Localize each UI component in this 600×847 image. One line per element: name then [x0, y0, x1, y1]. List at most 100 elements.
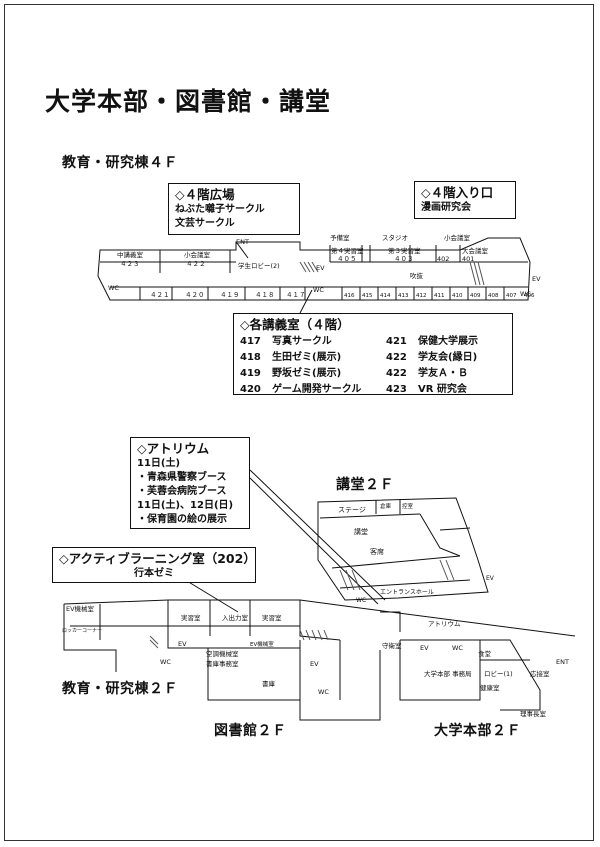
room-name: 野坂ゼミ(展示)	[272, 368, 342, 379]
label-wc-mid: WC	[313, 286, 324, 294]
label-kenkou: 健康室	[480, 683, 500, 692]
hall-2f-plan	[317, 497, 489, 601]
label-r421: ４２１	[150, 291, 170, 299]
callout-lectures4f: ◇各講義室（４階） 417 写真サークル 421 保健大学展示 418 生田ゼミ…	[233, 313, 513, 395]
label-jimukyoku: 大学本部 事務局	[424, 669, 472, 678]
label-r405: ４０５	[337, 255, 357, 263]
label-hq-lobby: ロビー(1)	[484, 669, 513, 678]
label-lib-ev: EV	[310, 660, 319, 668]
leader-lectures	[299, 289, 313, 314]
callout-entrance4f-line-1: 漫画研究会	[421, 202, 471, 213]
label-r422: ４２２	[186, 260, 206, 268]
section-hq2f-title: 大学本部２Ｆ	[434, 723, 521, 739]
small-room-408: 408	[488, 293, 499, 299]
label-hq-ev: EV	[420, 644, 429, 652]
section-edu2f-title: 教育・研究棟２Ｆ	[62, 681, 178, 697]
room-name: VR 研究会	[418, 384, 467, 395]
callout-atrium-line-3: ・芙蓉会病院ブース	[137, 486, 227, 497]
page-title: 大学本部・図書館・講堂	[45, 87, 332, 116]
label-shoko-main: 書庫	[262, 679, 276, 688]
label-jisshu4: 第４実習室	[331, 246, 364, 255]
small-room-409: 409	[470, 293, 481, 299]
label-r423: ４２３	[120, 260, 140, 268]
label-yobi: 予備室	[330, 233, 350, 242]
section-lib2f-title: 図書館２Ｆ	[214, 723, 287, 739]
label-edu-wc: WC	[160, 658, 171, 666]
label-lib-wc: WC	[318, 688, 329, 696]
section-hall2f-title: 講堂２Ｆ	[336, 477, 394, 493]
room-no: 422	[386, 352, 407, 363]
label-lib-ev-machine: EV機械室	[250, 640, 274, 648]
room-no: 417	[240, 336, 261, 347]
label-jisshu-a: 実習室	[181, 613, 201, 622]
room-name: 写真サークル	[272, 336, 332, 347]
label-locker: ロッカーコーナー	[62, 628, 102, 634]
label-hq-wc: WC	[452, 644, 463, 652]
label-atrium: アトリウム	[428, 620, 461, 628]
room-name: 生田ゼミ(展示)	[272, 352, 342, 363]
label-gakuya: 倉庫	[380, 502, 392, 510]
label-r417: ４１７	[286, 291, 306, 299]
section-floor4-title: 教育・研究棟４Ｆ	[62, 155, 178, 171]
label-kuuchou: 空調機械室	[206, 649, 239, 658]
room-no: 419	[240, 368, 261, 379]
callout-plaza4f-line-1: ねぶた囃子サークル	[175, 204, 265, 215]
callout-active: ◇アクティブラーニング室（202） 行本ゼミ	[52, 547, 256, 583]
room-name: 学友会(縁日)	[418, 352, 478, 363]
label-ev-machine-edu: EV機械室	[66, 604, 95, 613]
label-ev-mid: EV	[316, 264, 325, 272]
small-room-406: 406	[524, 293, 535, 299]
label-ouseshitsu: 応接室	[530, 669, 550, 678]
label-stage: ステージ	[338, 506, 366, 514]
label-shokudou: 食堂	[478, 649, 492, 658]
callout-atrium-head: ◇アトリウム	[137, 441, 210, 456]
label-shoukaigi2: 小会議室	[444, 233, 471, 242]
room-no: 421	[386, 336, 407, 347]
small-room-413: 413	[398, 293, 409, 299]
label-hall-ev: EV	[486, 575, 495, 582]
label-r402: 402	[437, 255, 449, 263]
page-frame	[4, 4, 594, 841]
callout-plaza4f-head: ◇４階広場	[175, 187, 235, 202]
label-hikae: 控室	[402, 502, 414, 510]
label-r418: ４１８	[255, 291, 275, 299]
label-wc-left: WC	[108, 284, 119, 292]
label-shoko: 書庫事務室	[206, 659, 239, 668]
callout-active-head: ◇アクティブラーニング室（202）	[59, 551, 256, 566]
label-chukougi: 中講義室	[117, 250, 144, 259]
leader-atrium-2	[249, 477, 379, 605]
label-jisshu3: 第３実習室	[388, 246, 421, 255]
room-no: 420	[240, 384, 261, 395]
lecture-room-list: 417 写真サークル 421 保健大学展示 418 生田ゼミ(展示) 422 学…	[240, 335, 506, 397]
label-r403: ４０３	[394, 255, 414, 263]
label-shoukaigi: 小会議室	[184, 250, 211, 259]
room-no: 422	[386, 368, 407, 379]
callout-atrium-line-2: ・青森県警察ブース	[137, 472, 227, 483]
label-koudou: 講堂	[354, 527, 368, 536]
label-r420: ４２０	[185, 291, 205, 299]
label-hq-ent: ENT	[556, 658, 569, 666]
small-room-410: 410	[452, 293, 463, 299]
label-entrance-hall: エントランスホール	[380, 589, 434, 596]
room-name: 保健大学展示	[418, 336, 478, 347]
small-room-407: 407	[506, 293, 517, 299]
label-studio: スタジオ	[382, 233, 408, 242]
leader-active	[181, 577, 239, 613]
lower-2f-plan	[63, 599, 576, 721]
callout-entrance4f: ◇４階入り口 漫画研究会	[414, 181, 516, 219]
callout-atrium-line-4: 11日(土)、12日(日)	[137, 500, 234, 511]
label-r401: 401	[462, 255, 474, 263]
room-no: 418	[240, 352, 261, 363]
label-ent: ENT	[236, 238, 249, 246]
label-jisshu-b: 実習室	[262, 613, 282, 622]
small-room-416: 416	[344, 293, 355, 299]
room-no: 423	[386, 384, 407, 395]
label-lobby: 学生ロビー(2)	[238, 261, 280, 270]
callout-atrium-line-5: ・保育園の絵の展示	[137, 514, 227, 525]
small-room-412: 412	[416, 293, 427, 299]
label-hall-wc: WC	[356, 597, 366, 604]
label-riji: 理事長室	[520, 709, 547, 718]
label-r419: ４１９	[220, 291, 240, 299]
